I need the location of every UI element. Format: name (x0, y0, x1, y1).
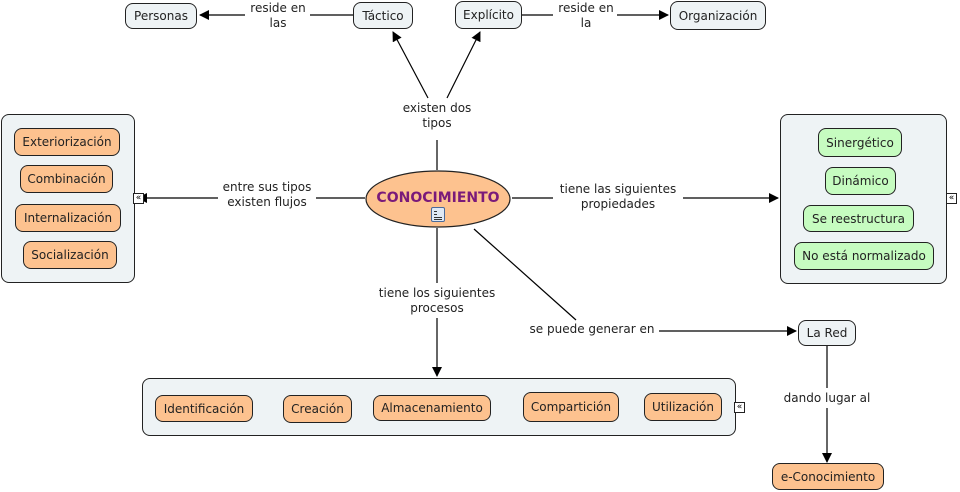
node-exteriorizacion[interactable]: Exteriorización (14, 128, 120, 156)
central-concept-label: CONOCIMIENTO (376, 190, 500, 206)
node-label: Sinergético (826, 135, 894, 150)
node-sinergetico[interactable]: Sinergético (818, 128, 902, 157)
link-label-line: se puede generar en (529, 322, 655, 336)
node-label: Compartición (530, 400, 612, 414)
node-organizacion[interactable]: Organización (670, 1, 766, 30)
node-label: Socialización (31, 248, 109, 262)
collapse-icon[interactable]: « (133, 193, 144, 204)
collapse-icon[interactable]: « (946, 193, 957, 204)
node-label: e-Conocimiento (780, 469, 876, 484)
node-organizacion-label: Organización (678, 8, 758, 23)
node-label: Exteriorización (22, 135, 112, 149)
link-to-explicito (446, 31, 481, 99)
node-internalizacion[interactable]: Internalización (15, 204, 121, 232)
node-label: Creación (291, 402, 344, 416)
link-label-line: procesos (410, 301, 464, 315)
link-label-line: la (580, 16, 592, 30)
node-la-red[interactable]: La Red (798, 320, 856, 346)
node-tactico[interactable]: Táctico (353, 2, 413, 29)
node-label: Almacenamiento (381, 401, 483, 415)
link-label-line: existen dos (402, 101, 472, 115)
node-utilizacion[interactable]: Utilización (644, 393, 722, 421)
node-explicito-label: Explícito (463, 8, 514, 22)
node-creacion[interactable]: Creación (283, 395, 352, 423)
central-concept-node[interactable]: CONOCIMIENTO (365, 170, 511, 228)
node-label: Dinámico (832, 174, 889, 188)
node-explicito[interactable]: Explícito (455, 1, 522, 29)
node-label: Utilización (651, 400, 715, 414)
collapse-icon[interactable]: « (734, 402, 745, 413)
node-dinamico[interactable]: Dinámico (825, 167, 896, 195)
node-e-conocimiento[interactable]: e-Conocimiento (772, 463, 884, 490)
node-label: Identificación (163, 401, 245, 416)
link-label-dando-lugar: dando lugar al (781, 391, 873, 406)
link-label-reside-en-las: reside en las (248, 1, 308, 31)
link-label-existen-dos-tipos: existen dos tipos (400, 101, 474, 131)
node-label: Combinación (27, 172, 106, 186)
link-label-line: reside en (558, 1, 614, 15)
node-combinacion[interactable]: Combinación (20, 165, 113, 193)
link-label-entre-sus-tipos: entre sus tipos existen flujos (220, 180, 314, 210)
link-label-tiene-propiedades: tiene las siguientes propiedades (557, 182, 679, 212)
link-label-line: tiene las siguientes (559, 182, 677, 196)
link-label-line: propiedades (580, 197, 656, 211)
link-label-tiene-procesos: tiene los siguientes procesos (376, 286, 498, 316)
link-label-line: dando lugar al (783, 391, 871, 405)
node-label: Se reestructura (812, 211, 905, 226)
link-label-reside-en-la: reside en la (556, 1, 616, 31)
node-se-reestructura[interactable]: Se reestructura (803, 205, 914, 232)
node-label: Internalización (23, 211, 113, 225)
link-to-tactico (392, 31, 429, 99)
link-label-line: existen flujos (227, 195, 307, 209)
link-center-diagonal (473, 228, 577, 321)
node-comparticion[interactable]: Compartición (523, 392, 619, 422)
document-icon[interactable] (431, 207, 445, 222)
node-identificacion[interactable]: Identificación (155, 395, 253, 422)
link-label-line: tiene los siguientes (378, 286, 496, 300)
node-almacenamiento[interactable]: Almacenamiento (373, 395, 491, 421)
node-label: No está normalizado (802, 249, 926, 263)
node-no-esta-normalizado[interactable]: No está normalizado (794, 242, 934, 270)
link-label-line: reside en (250, 1, 306, 15)
node-personas-label: Personas (134, 9, 188, 23)
link-label-se-puede-generar: se puede generar en (527, 322, 657, 337)
node-tactico-label: Táctico (362, 8, 404, 23)
link-label-line: tipos (422, 116, 452, 130)
link-label-line: entre sus tipos (222, 180, 312, 194)
node-label: La Red (806, 326, 848, 340)
node-personas[interactable]: Personas (125, 3, 197, 29)
link-label-line: las (269, 16, 287, 30)
node-socializacion[interactable]: Socialización (23, 241, 117, 269)
